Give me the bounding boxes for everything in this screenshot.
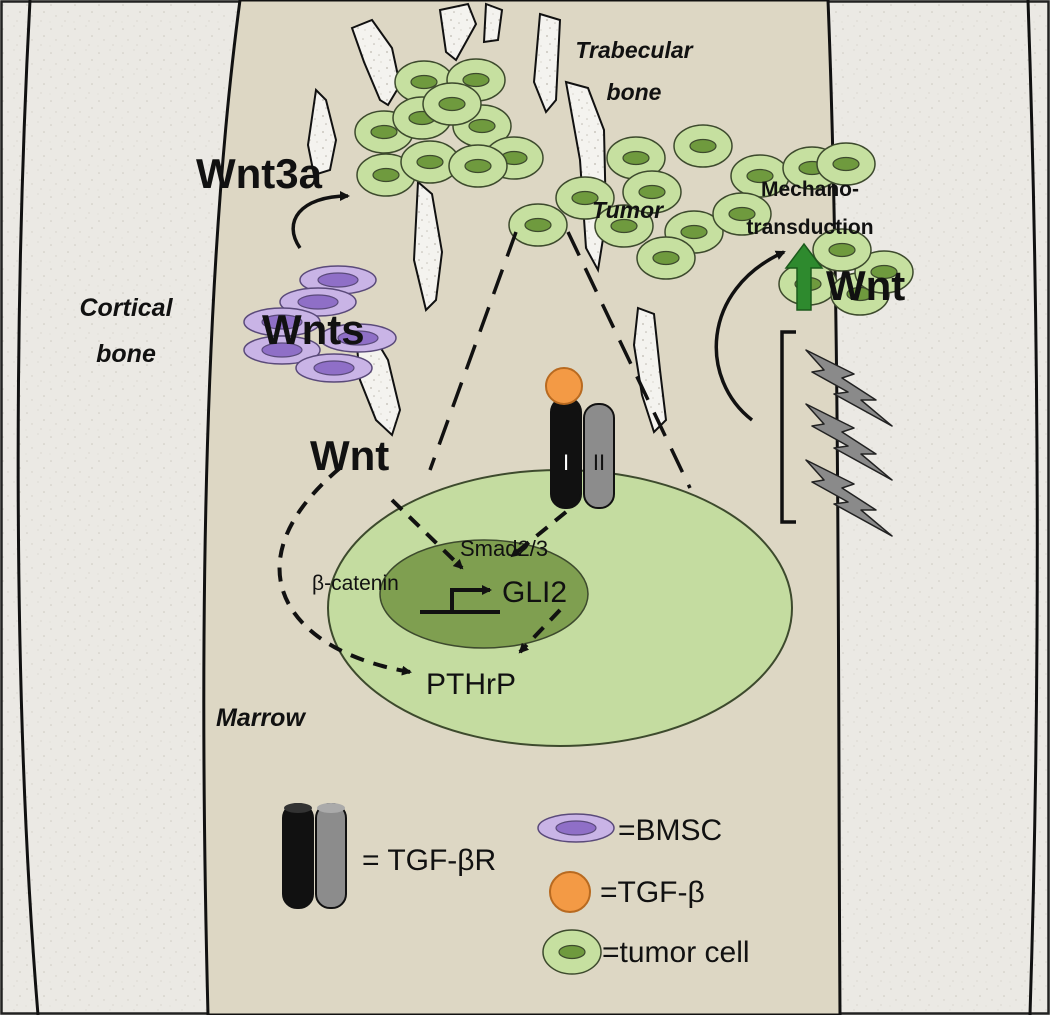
- tumor-label: Tumor: [592, 197, 664, 223]
- legend-tumor-cell: =tumor cell: [602, 936, 750, 969]
- mechano-arrow: [714, 250, 786, 422]
- mechano-label-1: Mechano-: [761, 178, 859, 201]
- wnts-label: Wnts: [262, 306, 365, 353]
- wnt3a-label: Wnt3a: [196, 150, 323, 197]
- cortical-label-2: bone: [96, 340, 156, 368]
- wnt3a-arrow: [291, 191, 350, 249]
- smad-label: Smad2/3: [460, 536, 548, 561]
- legend-receptor-icon: [282, 803, 347, 909]
- receptor-II-label: II: [593, 450, 605, 475]
- outer-cortex-right: [1026, 0, 1039, 1015]
- legend-tgf-beta-icon: [549, 871, 591, 913]
- signaling-arrows: [277, 466, 568, 676]
- mechano-label-2: transduction: [746, 216, 873, 239]
- gene-promoter-symbol: [420, 585, 500, 614]
- cortical-label-1: Cortical: [79, 294, 173, 322]
- pthrp-label: PTHrP: [426, 668, 516, 701]
- wnt-right-label: Wnt: [826, 262, 905, 309]
- tgf-beta-ligand: [545, 367, 583, 405]
- trabecular-label-2: bone: [607, 79, 662, 105]
- beta-catenin-label: β-catenin: [312, 572, 399, 595]
- wnt-up-arrow-icon: [784, 242, 824, 311]
- tgf-beta-receptor: I II: [545, 367, 615, 509]
- legend: = TGF-βR =BMSC =TGF-β =tumor cell: [282, 803, 750, 975]
- outer-cortex-left: [16, 0, 40, 1015]
- legend-bmsc: =BMSC: [618, 814, 722, 847]
- legend-tumor-cell-icon: [542, 929, 602, 975]
- zoom-lines: [428, 231, 692, 489]
- wnt-left-label: Wnt: [310, 432, 389, 479]
- marrow-label: Marrow: [216, 704, 306, 732]
- legend-bmsc-icon: [537, 813, 615, 843]
- legend-tgf-beta-r: = TGF-βR: [362, 844, 496, 877]
- force-bracket: [780, 330, 796, 524]
- legend-tgf-beta: =TGF-β: [600, 876, 705, 909]
- gli2-label: GLI2: [502, 576, 567, 609]
- receptor-I-label: I: [563, 450, 569, 475]
- trabecular-label-1: Trabecular: [575, 37, 693, 63]
